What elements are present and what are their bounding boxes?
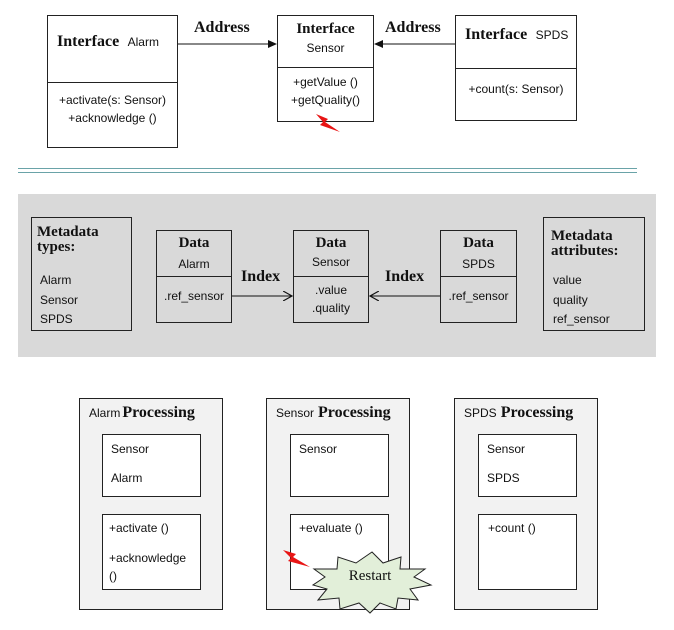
restart-label: Restart — [348, 568, 392, 584]
sensor-processing-data-box: Sensor — [290, 434, 389, 497]
alarm-processing-method-acknowledge: +acknowledge — [109, 551, 187, 565]
data-spds-box: Data SPDS .ref_sensor — [440, 230, 517, 323]
metadata-attribute-ref-sensor: ref_sensor — [553, 312, 610, 326]
data-alarm-title: Data — [178, 235, 210, 251]
spds-interface-title: Interface — [465, 26, 528, 43]
data-spds-name: SPDS — [462, 257, 495, 271]
lightning-icon — [316, 114, 340, 132]
metadata-attributes-title-1: Metadata — [551, 228, 613, 244]
alarm-interface-heading: Interface Alarm — [57, 33, 159, 51]
alarm-method-activate: +activate(s: Sensor) — [58, 93, 167, 107]
spds-interface-box: Interface SPDS +count(s: Sensor) — [455, 15, 577, 121]
spds-interface-divider — [456, 68, 576, 69]
sensor-processing-prefix: Sensor — [276, 406, 315, 420]
data-alarm-name: Alarm — [178, 257, 210, 271]
sensor-interface-box: Interface Sensor +getValue () +getQualit… — [277, 15, 374, 122]
spds-processing-title: Processing — [500, 404, 574, 421]
data-sensor-name: Sensor — [311, 255, 351, 269]
alarm-processing-method-activate: +activate () — [109, 521, 169, 535]
metadata-types-box: Metadata types: Alarm Sensor SPDS — [31, 217, 132, 331]
metadata-attribute-value: value — [553, 273, 582, 287]
data-sensor-field-quality: .quality — [311, 301, 351, 315]
metadata-attribute-quality: quality — [553, 293, 588, 307]
data-sensor-title: Data — [315, 235, 347, 251]
alarm-processing-methods-box: +activate () +acknowledge () — [102, 514, 201, 590]
alarm-method-acknowledge: +acknowledge () — [68, 111, 157, 125]
index-label-right: Index — [385, 268, 425, 285]
data-spds-divider — [441, 276, 516, 277]
spds-processing-data-box: Sensor SPDS — [478, 434, 577, 497]
spds-processing-item-spds: SPDS — [487, 471, 520, 485]
alarm-interface-box: Interface Alarm +activate(s: Sensor) +ac… — [47, 15, 178, 148]
alarm-processing-item-alarm: Alarm — [111, 471, 143, 485]
sensor-processing-title: Processing — [318, 404, 391, 421]
metadata-type-sensor: Sensor — [40, 293, 79, 307]
sensor-processing-method-evaluate: +evaluate () — [299, 521, 363, 535]
spds-processing-methods-box: +count () — [478, 514, 577, 590]
data-spds-field-ref-sensor: .ref_sensor — [448, 289, 509, 303]
lightning-icon-processing — [283, 550, 310, 567]
data-spds-title: Data — [463, 235, 494, 251]
address-label-left: Address — [194, 19, 250, 36]
spds-processing-method-count: +count () — [488, 521, 536, 535]
sensor-method-getquality: +getQuality() — [290, 93, 361, 107]
spds-interface-name: SPDS — [535, 28, 569, 42]
sensor-method-getvalue: +getValue () — [293, 75, 358, 89]
data-alarm-box: Data Alarm .ref_sensor — [156, 230, 232, 323]
section-divider-bottom — [18, 172, 637, 173]
data-alarm-field-ref-sensor: .ref_sensor — [163, 289, 225, 303]
restart-burst-icon — [311, 551, 433, 614]
metadata-type-spds: SPDS — [40, 312, 73, 326]
spds-method-count: +count(s: Sensor) — [468, 82, 564, 96]
metadata-types-title-1: Metadata — [37, 224, 99, 240]
alarm-processing-data-box: Sensor Alarm — [102, 434, 201, 497]
alarm-processing-method-acknowledge-parens: () — [109, 569, 117, 583]
alarm-processing-prefix: Alarm — [89, 406, 121, 420]
data-sensor-box: Data Sensor .value .quality — [293, 230, 369, 323]
alarm-processing-item-sensor: Sensor — [111, 442, 150, 456]
alarm-interface-title: Interface — [57, 33, 120, 50]
alarm-interface-name: Alarm — [127, 35, 159, 49]
sensor-processing-item-sensor: Sensor — [299, 442, 338, 456]
index-label-left: Index — [241, 268, 281, 285]
alarm-interface-divider — [48, 82, 177, 83]
data-sensor-divider — [294, 276, 368, 277]
metadata-attributes-title-2: attributes: — [551, 243, 619, 259]
sensor-interface-name: Sensor — [306, 41, 345, 55]
metadata-type-alarm: Alarm — [40, 273, 72, 287]
section-divider-top — [18, 168, 637, 169]
sensor-interface-title: Interface — [296, 21, 355, 37]
metadata-types-title-2: types: — [37, 239, 76, 255]
address-label-right: Address — [385, 19, 441, 36]
spds-processing-item-sensor: Sensor — [487, 442, 526, 456]
spds-interface-heading: Interface SPDS — [465, 26, 568, 44]
sensor-interface-divider — [278, 67, 373, 68]
data-alarm-divider — [157, 276, 231, 277]
metadata-attributes-box: Metadata attributes: value quality ref_s… — [543, 217, 645, 331]
alarm-processing-title: Processing — [122, 404, 195, 421]
data-sensor-field-value: .value — [314, 283, 348, 297]
spds-processing-prefix: SPDS — [464, 406, 497, 420]
